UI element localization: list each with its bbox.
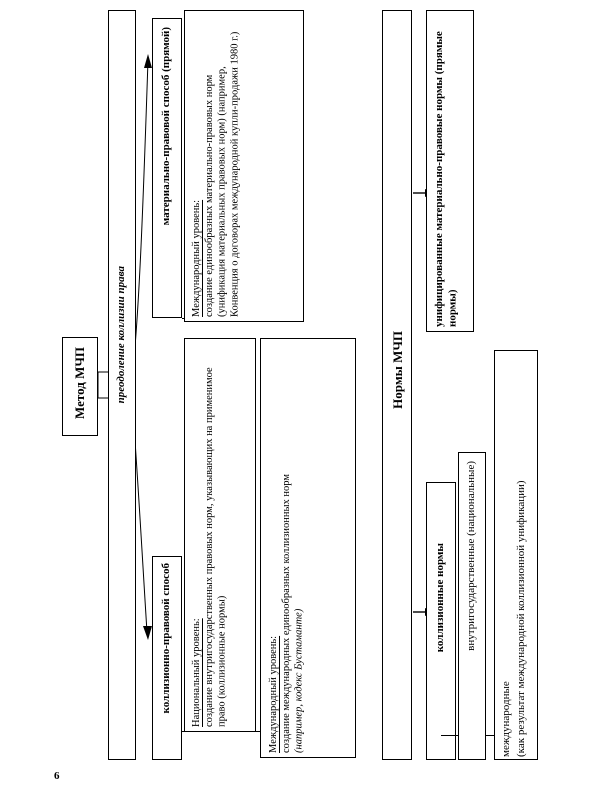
branch-material-title-box: материально-правовой способ (прямой) xyxy=(152,18,182,318)
level-heading: Международный уровень: xyxy=(268,635,279,753)
bottom-child-international-line1: международные xyxy=(500,681,512,757)
branch-material-title: материально-правовой способ (прямой) xyxy=(160,27,172,226)
level-material-international-box: Международный уровень: создание единообр… xyxy=(184,10,304,322)
bottom-conflict-label: коллизионные нормы xyxy=(434,543,446,653)
connector-conflict-children-drop xyxy=(441,735,442,736)
bottom-conflict-box: коллизионные нормы xyxy=(426,482,456,760)
top-flow-spine: преодоление коллизии права xyxy=(108,10,136,760)
flow-arrowhead-up xyxy=(144,54,152,68)
bottom-child-national-label: внутригосударственные (национальные) xyxy=(465,461,477,651)
bottom-root-box: Нормы МЧП xyxy=(382,10,412,760)
flow-arrowhead-down xyxy=(143,626,152,640)
level-heading: Национальный уровень: xyxy=(191,618,202,727)
branch-conflict-title-box: коллизионно-правовой способ xyxy=(152,556,182,760)
bottom-child-international-box: международные (как результат международн… xyxy=(494,350,538,760)
bottom-unified-label: унифицированные материально-правовые нор… xyxy=(433,31,459,327)
bottom-child-national-box: внутригосударственные (национальные) xyxy=(458,452,486,760)
bottom-unified-box: унифицированные материально-правовые нор… xyxy=(426,10,474,332)
level-body: создание международных единообразных кол… xyxy=(280,473,292,753)
level-conflict-international-box: Международный уровень: создание междунар… xyxy=(260,338,356,758)
page-number: 6 xyxy=(54,770,60,782)
top-flow-caption: преодоление коллизии права xyxy=(115,266,127,404)
bottom-child-international-line2: (как результат международной коллизионно… xyxy=(514,480,527,757)
top-root-box: Метод МЧП xyxy=(62,337,98,436)
level-material-international-text: Международный уровень: создание единообр… xyxy=(191,17,242,317)
level-conflict-international-text: Международный уровень: создание междунар… xyxy=(268,345,306,753)
branch-conflict-title: коллизионно-правовой способ xyxy=(160,563,172,714)
level-heading: Международный уровень: xyxy=(191,199,202,317)
level-body: создание единообразных материально-право… xyxy=(203,31,241,317)
level-conflict-national-text: Национальный уровень: создание внутригос… xyxy=(191,345,229,727)
bottom-root-label: Нормы МЧП xyxy=(390,331,405,409)
bottom-child-international-text: международные (как результат международн… xyxy=(499,359,529,757)
top-root-label: Метод МЧП xyxy=(72,347,87,419)
level-body: создание внутригосударственных правовых … xyxy=(203,367,228,727)
level-example: (например, кодекс Бустаманте) xyxy=(293,608,305,753)
level-conflict-national-box: Национальный уровень: создание внутригос… xyxy=(184,338,256,732)
